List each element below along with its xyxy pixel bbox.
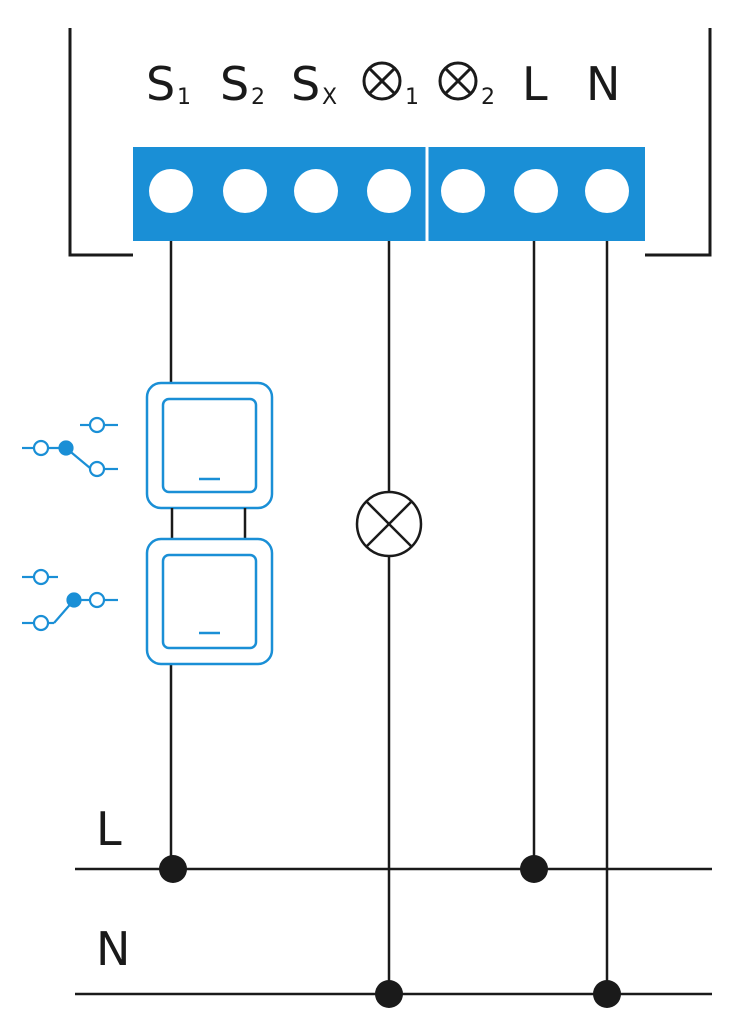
terminal-hole-lamp1 [367,169,411,213]
switch-contact-icon [22,568,118,632]
terminal-label-n: N [586,57,620,111]
wall-switch-upper [145,381,274,510]
terminal-hole-s2 [223,169,267,213]
terminal-label-sx-main: S [291,57,320,111]
switch-contact-icon [22,416,118,478]
terminal-hole-s1 [149,169,193,213]
lamp-symbol-icon [438,61,478,101]
lamp-symbol-icon [362,61,402,101]
terminal-label-lamp2-sub: 2 [481,85,495,110]
terminal-hole-sx [294,169,338,213]
terminal-label-s1-sub: 1 [177,85,191,110]
terminal-label-l: L [522,57,548,111]
terminal-label-s2-main: S [220,57,249,111]
device-housing [68,28,712,257]
junction-l-l [520,855,548,883]
terminal-label-lamp1-sub: 1 [405,85,419,110]
bus-label-n: N [96,922,130,976]
bus-label-l: L [96,802,122,856]
terminal-label-lamp2: 2 [438,61,495,110]
junction-lamp-n [375,980,403,1008]
terminal-label-s1-main: S [146,57,175,111]
terminal-label-s2-sub: 2 [251,85,265,110]
terminal-label-s2: S 2 [220,57,265,111]
junction-n-n [593,980,621,1008]
terminal-label-sx-sub: X [322,85,337,110]
terminal-label-lamp1: 1 [362,61,419,110]
lamp-icon [355,490,423,558]
wall-switch-lower [145,537,274,666]
junction-s1-l [159,855,187,883]
terminal-label-sx: S X [291,57,337,111]
terminal-hole-n [585,169,629,213]
terminal-label-s1: S 1 [146,57,191,111]
terminal-hole-lamp2 [441,169,485,213]
terminal-hole-l [514,169,558,213]
